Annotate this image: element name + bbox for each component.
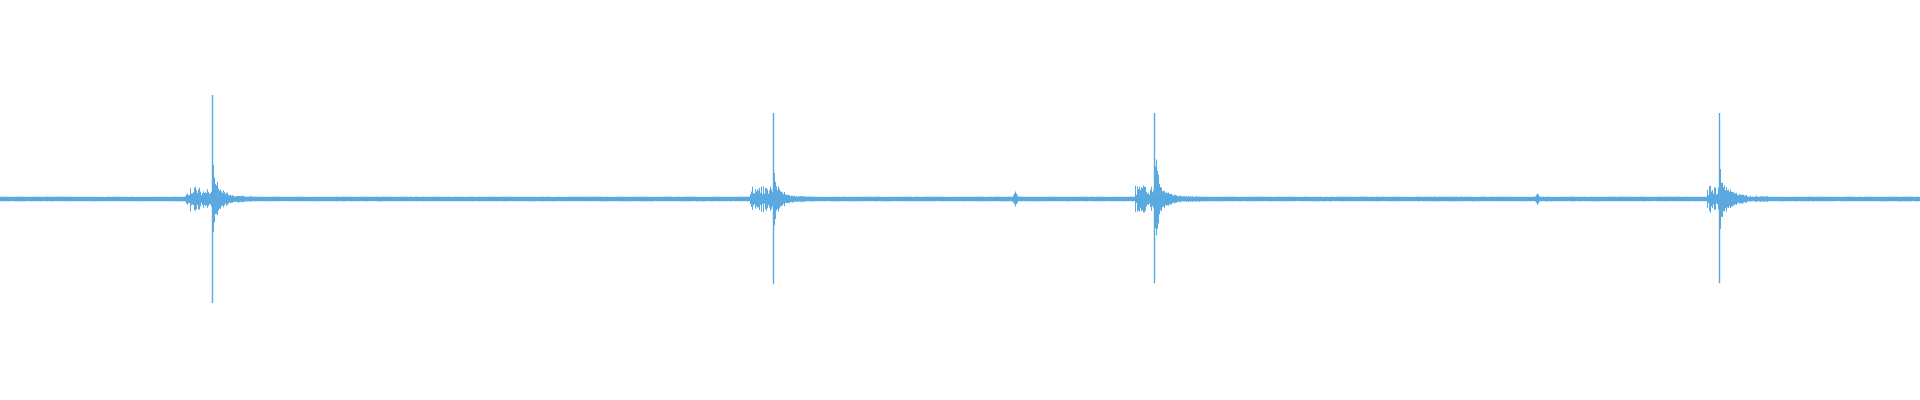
waveform-trace — [0, 107, 1920, 294]
